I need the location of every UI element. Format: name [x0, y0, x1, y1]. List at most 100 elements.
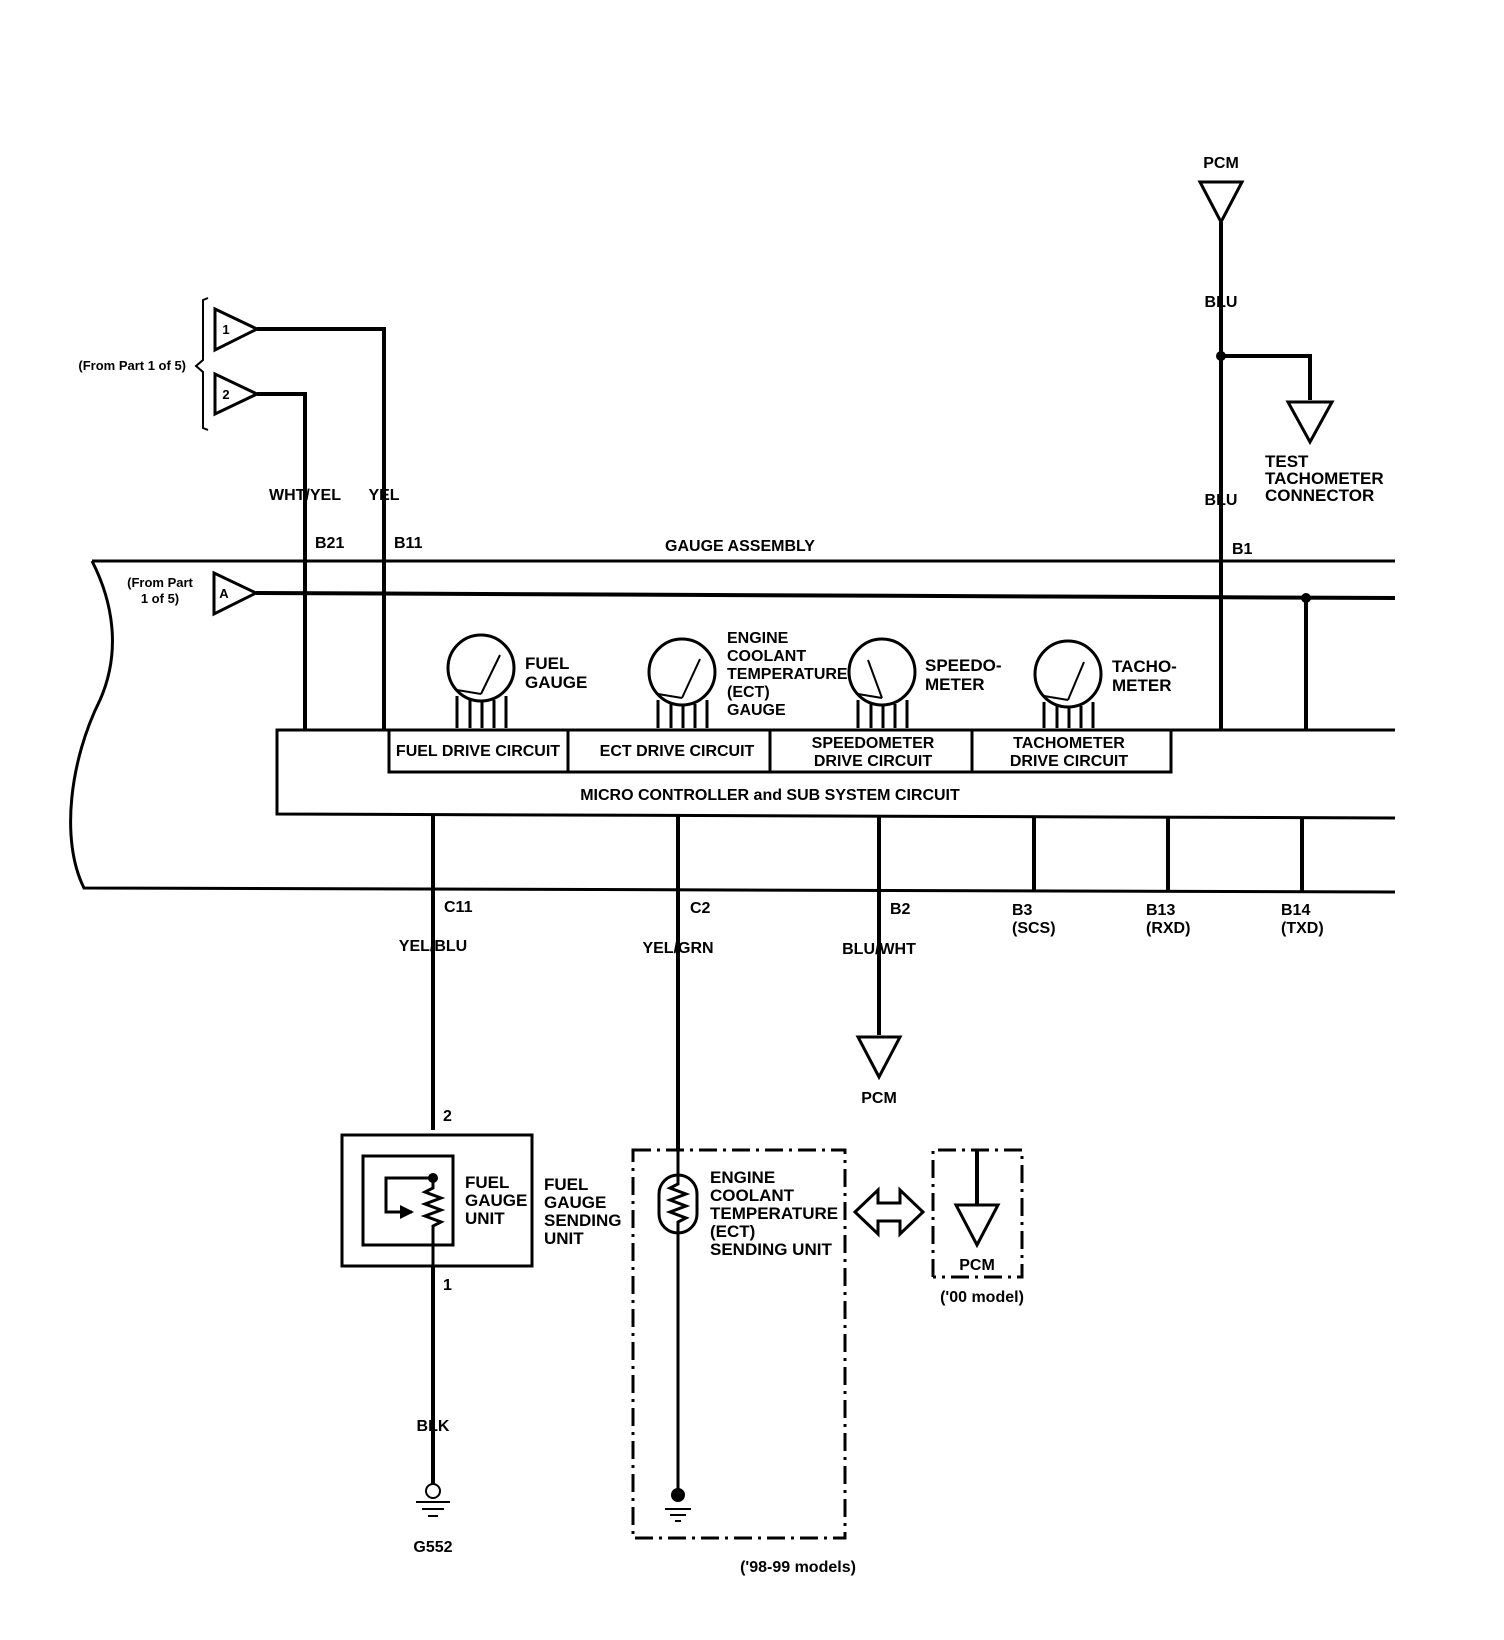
- ect-sending-label-1: ENGINE: [710, 1168, 775, 1187]
- fuel-sending-label-3: SENDING: [544, 1211, 621, 1230]
- pcm-top-connector: PCM: [1197, 155, 1245, 226]
- yel-blu-label: YEL/BLU: [399, 938, 467, 955]
- wire-a: [255, 591, 1396, 600]
- ect-sending-resistor-icon: [665, 1150, 691, 1495]
- test-tach-label-2: TACHOMETER: [1265, 469, 1384, 488]
- pcm-b2-arrow-icon: [855, 1035, 903, 1081]
- scs-label: (SCS): [1012, 920, 1056, 937]
- ect-gauge-label-2: COOLANT: [727, 648, 806, 665]
- fuel-sending-label-1: FUEL: [544, 1175, 588, 1194]
- from-part-a-label-2: 1 of 5): [141, 591, 179, 606]
- pin-2-label: 2: [443, 1108, 452, 1125]
- micro-controller-label: MICRO CONTROLLER and SUB SYSTEM CIRCUIT: [580, 787, 960, 804]
- fuel-gauge-label-1: FUEL: [525, 654, 569, 673]
- bracket: [194, 297, 209, 431]
- g552-label: G552: [413, 1539, 452, 1556]
- yel-grn-label: YEL/GRN: [642, 940, 713, 957]
- tachometer-label-2: METER: [1112, 676, 1172, 695]
- fuel-gauge-unit-inner-box: [361, 1154, 455, 1247]
- yel-label: YEL: [368, 487, 399, 504]
- ect-ground-icon: [665, 1508, 691, 1522]
- ect-sending-label-2: COOLANT: [710, 1186, 795, 1205]
- connector-a-label: A: [219, 586, 229, 601]
- tachometer-label-1: TACHO-: [1112, 657, 1177, 676]
- double-arrow-icon: [852, 1186, 926, 1238]
- from-part-a-label-1: (From Part: [127, 575, 193, 590]
- rxd-label: (RXD): [1146, 920, 1190, 937]
- ect-sending-label-4: (ECT): [710, 1222, 755, 1241]
- speedo-drive-label-2: DRIVE CIRCUIT: [814, 753, 932, 770]
- models-00-label: ('00 model): [940, 1289, 1024, 1306]
- fuel-unit-wiper-arrow-icon: [400, 1205, 414, 1219]
- connector-a-icon: [212, 570, 260, 617]
- b3-label: B3: [1012, 902, 1033, 919]
- ect-gauge-label-4: (ECT): [727, 684, 770, 701]
- ect-ground-terminal-icon: [671, 1488, 685, 1502]
- c11-label: C11: [444, 899, 473, 916]
- fuel-sending-label-2: GAUGE: [544, 1193, 606, 1212]
- ect-sending-label-3: TEMPERATURE: [710, 1204, 838, 1223]
- ect-drive-label: ECT DRIVE CIRCUIT: [600, 743, 755, 760]
- ect-sending-label-5: SENDING UNIT: [710, 1240, 832, 1259]
- connector-2-label: 2: [222, 387, 229, 402]
- ect-gauge: ENGINE COOLANT TEMPERATURE (ECT) GAUGE: [647, 630, 848, 728]
- fuel-unit-label-3: UNIT: [465, 1209, 505, 1228]
- speedo-drive-label-1: SPEEDOMETER: [812, 735, 935, 752]
- b14-label: B14: [1281, 902, 1310, 919]
- fuel-gauge-label-2: GAUGE: [525, 673, 587, 692]
- wire-wht-yel: [257, 392, 307, 730]
- c2-label: C2: [690, 900, 711, 917]
- tacho-drive-label-2: DRIVE CIRCUIT: [1010, 753, 1128, 770]
- wht-yel-label: WHT/YEL: [269, 487, 341, 504]
- test-tach-arrow-icon: [1285, 400, 1335, 446]
- pcm-00-label: PCM: [959, 1257, 995, 1274]
- ect-gauge-label-5: GAUGE: [727, 702, 786, 719]
- fuel-unit-label-2: GAUGE: [465, 1191, 527, 1210]
- models-98-99-label: ('98-99 models): [740, 1559, 856, 1576]
- connector-1-label: 1: [222, 322, 229, 337]
- fuel-sending-unit-outer-box: [340, 1133, 534, 1268]
- test-tach-label-1: TEST: [1265, 452, 1309, 471]
- speedometer-label-1: SPEEDO-: [925, 656, 1002, 675]
- b11-label: B11: [394, 535, 423, 552]
- txd-label: (TXD): [1281, 920, 1324, 937]
- ect-gauge-label-1: ENGINE: [727, 630, 789, 647]
- gauge-assembly-outline: [69, 560, 1396, 894]
- pcm-00-dashed-box: [931, 1148, 1024, 1279]
- fuel-drive-label: FUEL DRIVE CIRCUIT: [396, 743, 560, 760]
- fuel-gauge: FUEL GAUGE: [446, 633, 587, 728]
- b21-label: B21: [315, 535, 344, 552]
- b2-label: B2: [890, 901, 911, 918]
- pcm-00-arrow-icon: [953, 1203, 1001, 1249]
- tachometer: TACHO- METER: [1033, 639, 1177, 728]
- ect-sending-dashed-box: [631, 1148, 847, 1540]
- connector-2-icon: [213, 371, 261, 417]
- fuel-unit-wiper-wire: [384, 1176, 433, 1214]
- pcm-top-label: PCM: [1203, 155, 1239, 172]
- pcm-b2-label: PCM: [861, 1090, 897, 1107]
- b13-label: B13: [1146, 902, 1175, 919]
- wire-yel: [257, 327, 386, 730]
- ground-g552-icon: [416, 1483, 450, 1517]
- pcm-top-arrow-icon: [1197, 180, 1245, 226]
- tacho-drive-circuit-box: [970, 728, 1173, 774]
- tacho-drive-label-1: TACHOMETER: [1013, 735, 1125, 752]
- fuel-unit-resistor-icon: [420, 1180, 446, 1368]
- blk-label: BLK: [417, 1418, 450, 1435]
- blu-lower-label: BLU: [1205, 492, 1238, 509]
- from-part-label: (From Part 1 of 5): [78, 358, 186, 373]
- ect-gauge-label-3: TEMPERATURE: [727, 666, 848, 683]
- blu-upper-label: BLU: [1205, 294, 1238, 311]
- test-tach-label-3: CONNECTOR: [1265, 486, 1374, 505]
- fuel-unit-label-1: FUEL: [465, 1173, 509, 1192]
- speedometer-label-2: METER: [925, 675, 985, 694]
- pin-1-label: 1: [443, 1277, 452, 1294]
- blu-wht-label: BLU/WHT: [842, 941, 916, 958]
- speedometer: SPEEDO- METER: [847, 637, 1002, 728]
- wire-test-tach: [1221, 354, 1312, 400]
- gauge-assembly-label: GAUGE ASSEMBLY: [665, 538, 815, 555]
- fuel-sending-label-4: UNIT: [544, 1229, 584, 1248]
- connector-1-icon: [213, 306, 261, 353]
- b1-label: B1: [1232, 541, 1253, 558]
